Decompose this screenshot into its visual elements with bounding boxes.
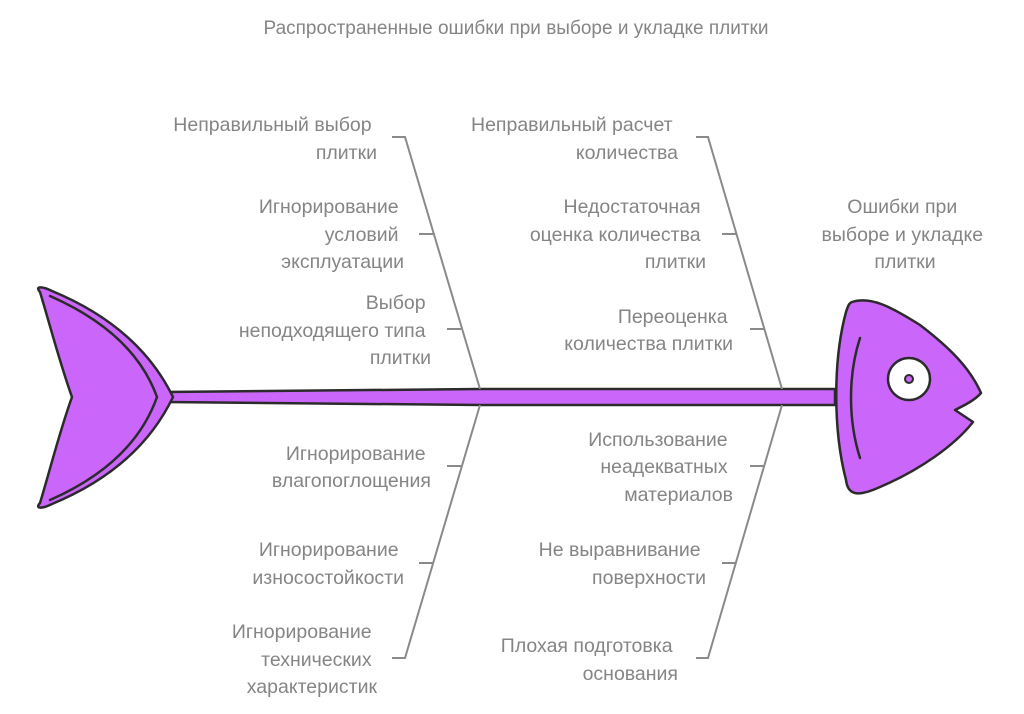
spine — [163, 387, 837, 407]
cause-label: Недостаточная оценка количества плитки — [530, 196, 706, 273]
cause-label: Переоценка количества плитки — [564, 306, 733, 355]
cause-label: Использование неадекватных материалов — [588, 429, 733, 506]
fish-tail-icon — [36, 286, 175, 509]
effect-label: Ошибки при выборе и укладке плитки — [822, 196, 989, 273]
cause-label: Игнорирование влагопоглощения — [272, 443, 431, 492]
category-label: Неправильный выбор плитки — [173, 114, 377, 164]
diagram-title: Распространенные ошибки при выборе и укл… — [264, 18, 769, 39]
fish-head-icon — [835, 299, 983, 495]
category-label: Неправильный расчет количества — [471, 114, 678, 164]
cause-label: Не выравнивание поверхности — [539, 539, 706, 589]
bones — [392, 136, 783, 659]
cause-label: Игнорирование износостойкости — [252, 539, 404, 589]
category-label: Игнорирование технических характеристик — [232, 621, 378, 698]
category-label: Плохая подготовка основания — [501, 635, 678, 685]
cause-label: Игнорирование условий эксплуатации — [259, 196, 404, 273]
cause-label: Выбор неподходящего типа плитки — [239, 292, 431, 369]
